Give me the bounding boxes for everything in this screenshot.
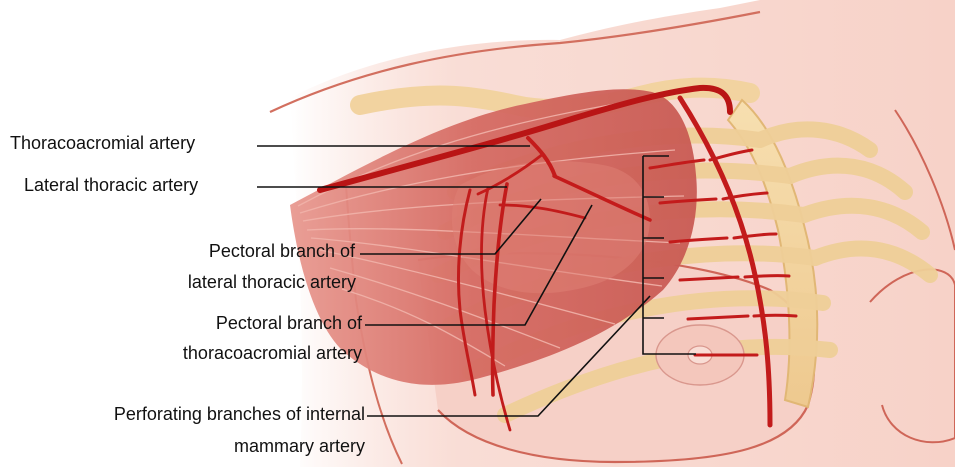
label-pectoral-branch-thoracoacromial-line1: Pectoral branch of [155,312,362,334]
label-pectoral-branch-lateral-line2: lateral thoracic artery [128,271,356,293]
label-perforating-line1: Perforating branches of internal [28,403,365,425]
label-pectoral-branch-thoracoacromial-line2: thoracoacromial artery [118,342,362,364]
label-perforating-line2: mammary artery [205,435,365,457]
label-pectoral-branch-lateral-line1: Pectoral branch of [155,240,355,262]
label-lateral-thoracic-artery: Lateral thoracic artery [24,174,198,196]
label-thoracoacromial-artery: Thoracoacromial artery [10,132,195,154]
